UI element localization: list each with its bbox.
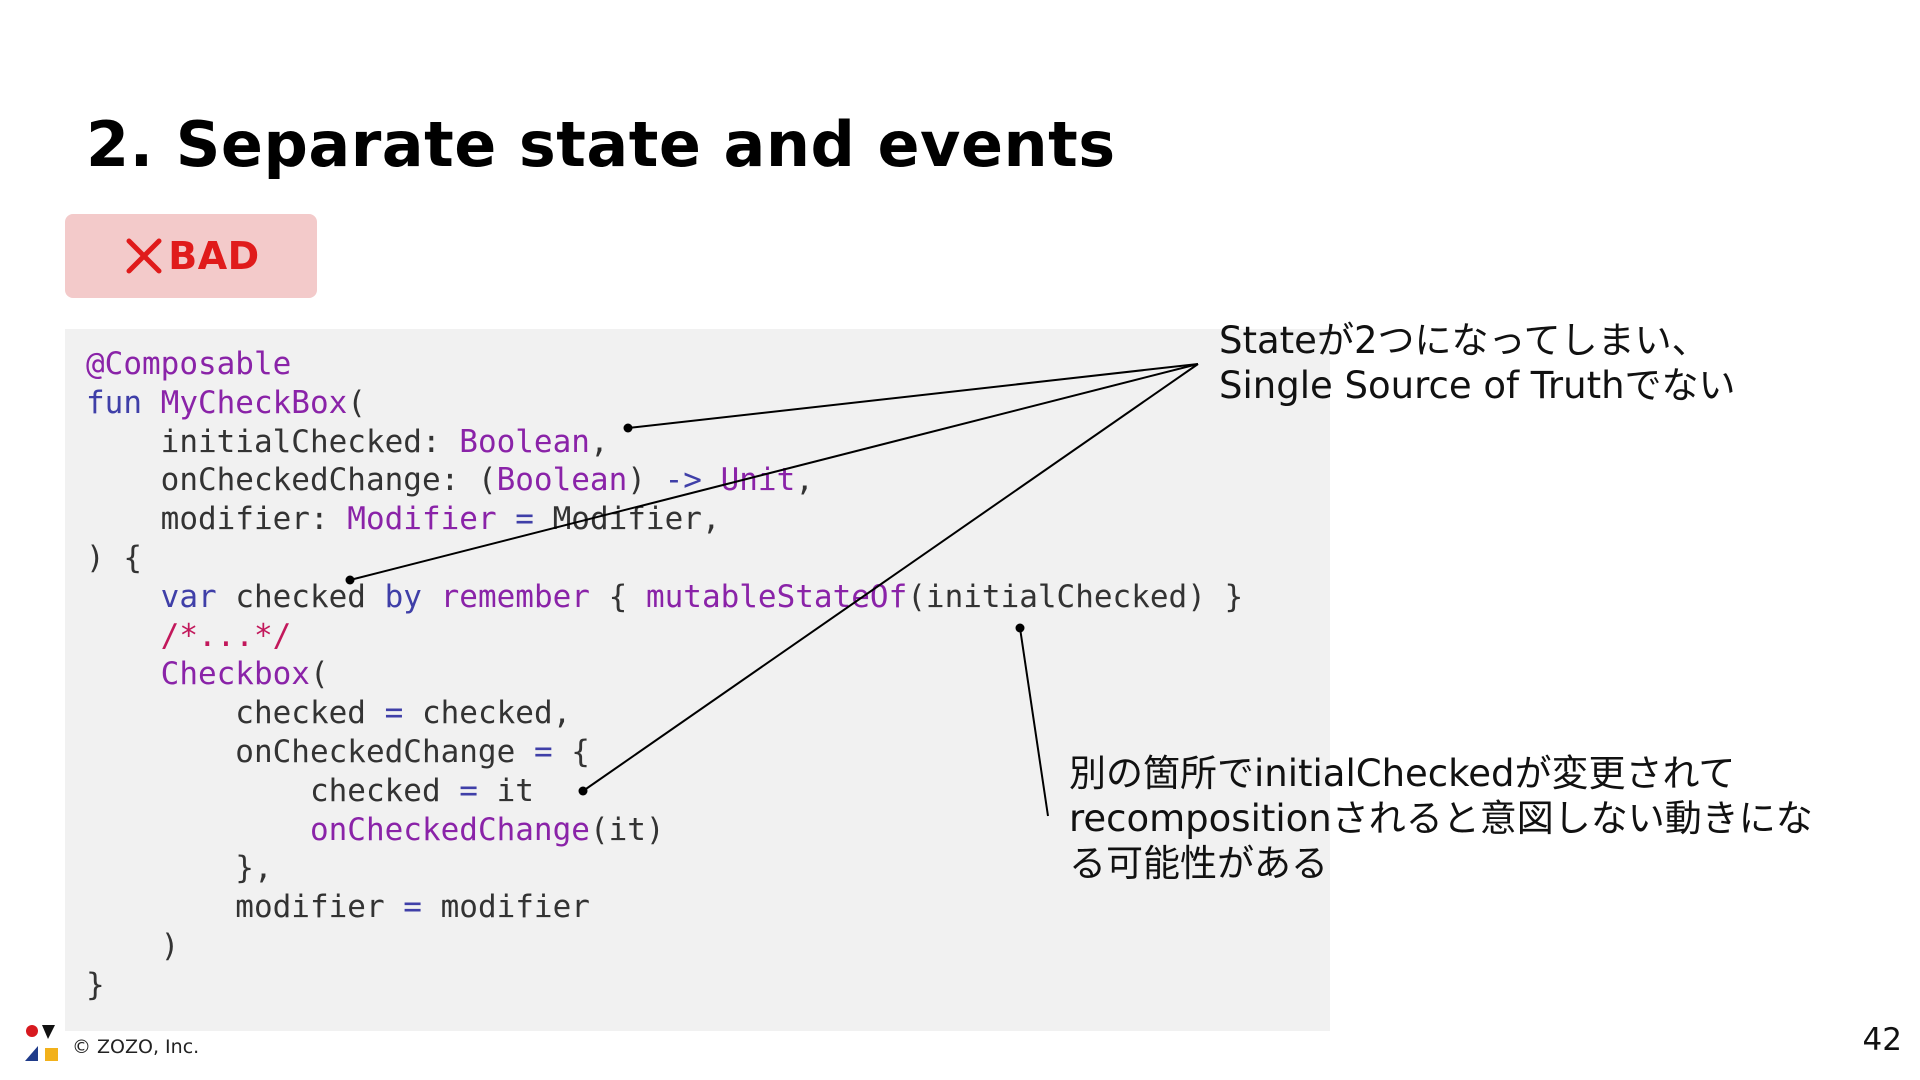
- cross-icon: [126, 238, 162, 274]
- code-token: Boolean: [459, 423, 590, 460]
- code-token: Checkbox: [160, 656, 310, 693]
- code-token: onCheckedChange: (: [86, 462, 497, 499]
- annotation-line: 別の箇所でinitialCheckedが変更されて: [1069, 752, 1736, 795]
- annotation-two-states: Stateが2つになってしまい、 Single Source of Truthで…: [1219, 318, 1899, 408]
- code-token: ): [627, 462, 665, 499]
- code-token: onCheckedChange: [86, 733, 534, 770]
- code-line: @Composable: [86, 345, 1243, 384]
- code-token: [86, 656, 161, 692]
- code-token: {: [589, 578, 646, 615]
- code-token: checked: [86, 695, 385, 732]
- code-token: by: [384, 578, 422, 615]
- code-token: ,: [589, 423, 609, 460]
- code-token: (initialChecked) }: [907, 578, 1244, 615]
- annotation-line: Stateが2つになってしまい、: [1219, 319, 1709, 362]
- code-line: onCheckedChange(it): [86, 811, 1243, 850]
- code-token: ) {: [86, 539, 142, 576]
- code-token: (it): [589, 811, 665, 848]
- code-token: Modifier,: [533, 501, 721, 538]
- copyright-text: © ZOZO, Inc.: [72, 1036, 200, 1058]
- code-line: /*...*/: [86, 617, 1243, 656]
- code-token: [702, 462, 721, 498]
- code-line: modifier = modifier: [86, 888, 1243, 927]
- code-token: checked,: [403, 695, 572, 732]
- code-token: fun: [86, 384, 161, 421]
- page-number: 42: [1862, 1022, 1902, 1058]
- code-line: fun MyCheckBox(: [86, 384, 1243, 423]
- code-token: MyCheckBox: [160, 384, 348, 421]
- code-token: remember: [440, 578, 590, 615]
- code-token: ): [86, 927, 180, 964]
- code-token: }: [86, 966, 105, 1003]
- code-token: [86, 812, 310, 848]
- code-line: modifier: Modifier = Modifier,: [86, 500, 1243, 539]
- annotation-line: recompositionされると意図しない動きにな: [1069, 797, 1813, 840]
- code-token: },: [86, 850, 273, 887]
- code-token: [86, 579, 161, 615]
- code-line: ) {: [86, 539, 1243, 578]
- code-token: onCheckedChange: [309, 811, 590, 848]
- code-token: Modifier: [347, 501, 497, 538]
- code-line: Checkbox(: [86, 655, 1243, 694]
- code-line: ): [86, 927, 1243, 966]
- annotation-line: Single Source of Truthでない: [1219, 364, 1736, 407]
- code-token: Boolean: [496, 462, 628, 499]
- code-token: =: [533, 733, 553, 770]
- code-line: checked = it: [86, 772, 1243, 811]
- zozo-logo: [25, 1025, 58, 1061]
- code-token: Unit: [720, 462, 796, 499]
- code-token: var: [160, 578, 217, 615]
- code-token: (: [347, 384, 366, 421]
- code-token: initialChecked:: [86, 423, 460, 460]
- code-line: onCheckedChange: (Boolean) -> Unit,: [86, 461, 1243, 500]
- code-token: /*...*/: [160, 617, 292, 654]
- code-line: },: [86, 849, 1243, 888]
- code-token: [86, 618, 161, 654]
- bad-badge: BAD: [65, 214, 317, 298]
- code-line: onCheckedChange = {: [86, 733, 1243, 772]
- code-token: =: [403, 889, 422, 926]
- code-token: modifier:: [86, 501, 348, 538]
- code-line: checked = checked,: [86, 694, 1243, 733]
- code-token: =: [515, 501, 534, 538]
- code-token: ->: [664, 462, 702, 499]
- slide-title: 2. Separate state and events: [86, 108, 1116, 181]
- code-line: initialChecked: Boolean,: [86, 423, 1243, 462]
- annotation-recomposition: 別の箇所でinitialCheckedが変更されて recompositionさ…: [1069, 751, 1829, 886]
- code-token: [422, 579, 441, 615]
- annotation-line: る可能性がある: [1069, 842, 1328, 885]
- code-token: modifier: [421, 889, 590, 926]
- code-line: var checked by remember { mutableStateOf…: [86, 578, 1244, 617]
- code-token: =: [384, 695, 404, 732]
- code-token: (: [309, 656, 329, 693]
- code-token: modifier: [86, 889, 404, 926]
- code-token: {: [552, 733, 590, 770]
- code-token: it: [477, 772, 534, 809]
- code-token: =: [459, 772, 478, 809]
- bad-label: BAD: [168, 234, 260, 278]
- code-line: }: [86, 966, 1243, 1005]
- code-token: checked: [86, 772, 460, 809]
- code-token: [497, 501, 516, 537]
- code-token: ,: [795, 462, 814, 499]
- code-token: checked: [216, 578, 385, 615]
- code-token: mutableStateOf: [645, 578, 908, 615]
- code-token: @Composable: [86, 346, 292, 382]
